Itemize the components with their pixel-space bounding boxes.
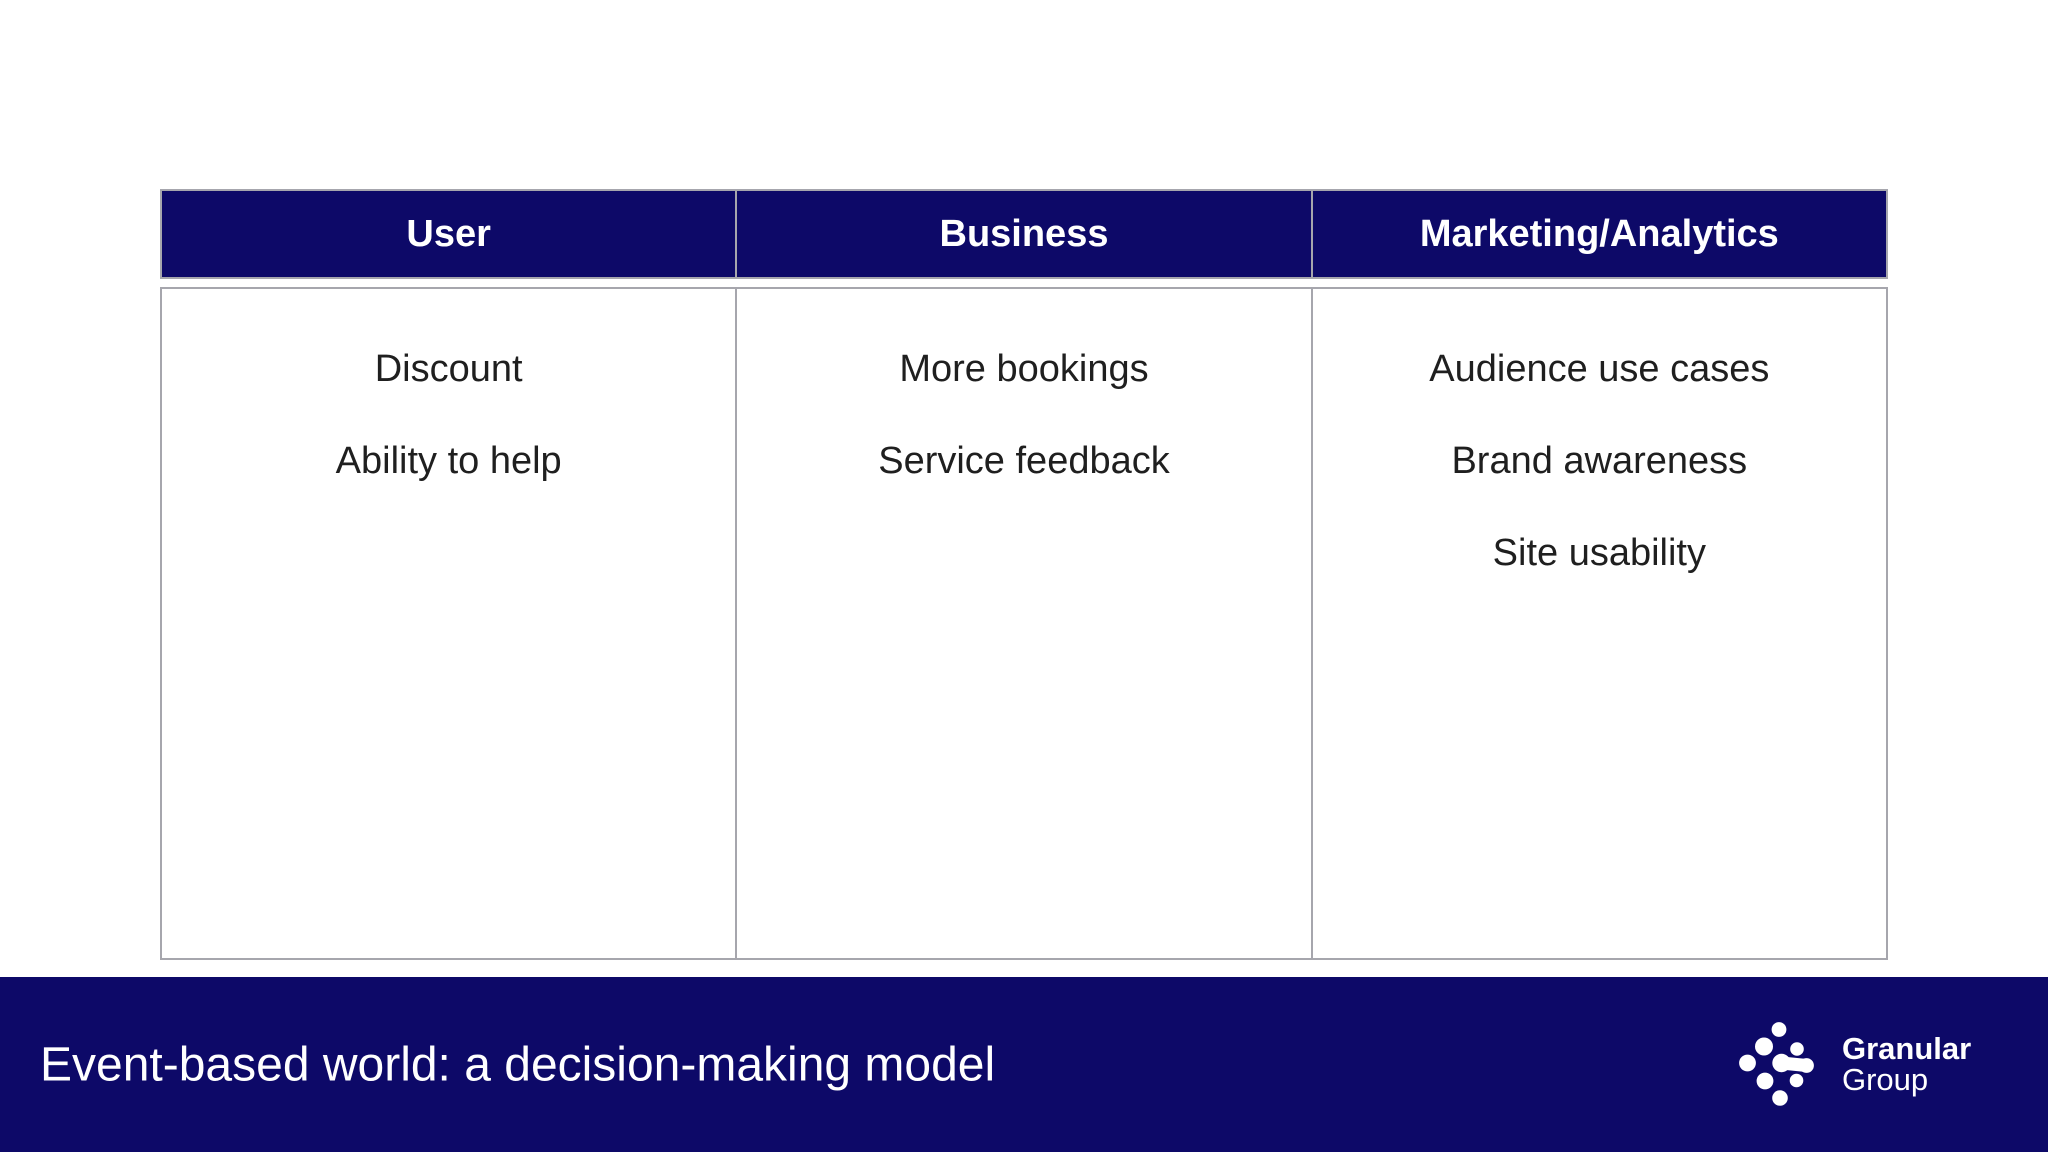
logo-brand-name: Granular — [1842, 1031, 1972, 1066]
footer-bar: Event-based world: a decision-making mod… — [0, 977, 2048, 1152]
table-body-row: Discount Ability to help More bookings S… — [160, 287, 1888, 960]
logo-brand-suffix: Group — [1842, 1062, 1929, 1097]
table-item: More bookings — [899, 347, 1149, 390]
table-item: Brand awareness — [1451, 439, 1748, 482]
table-item: Ability to help — [335, 439, 562, 482]
table-item: Site usability — [1492, 531, 1706, 574]
table-item: Audience use cases — [1429, 347, 1770, 390]
table-header-row: User Business Marketing/Analytics — [160, 189, 1888, 279]
table-header-user: User — [160, 189, 738, 279]
table-cell-marketing-analytics: Audience use cases Brand awareness Site … — [1312, 287, 1888, 960]
granular-dots-logo-icon — [1739, 1022, 1814, 1106]
granular-group-logo: Granular Group — [1738, 1021, 1971, 1107]
table-cell-business: More bookings Service feedback — [737, 287, 1313, 960]
slide-title: Event-based world: a decision-making mod… — [40, 1038, 996, 1091]
table-header-business: Business — [737, 189, 1313, 279]
table-item: Discount — [374, 347, 523, 390]
table-cell-user: Discount Ability to help — [160, 287, 738, 960]
logo-wordmark: Granular Group — [1842, 1033, 1971, 1095]
table-item: Service feedback — [878, 439, 1170, 482]
decision-table: User Business Marketing/Analytics Discou… — [160, 189, 1888, 960]
table-header-marketing-analytics: Marketing/Analytics — [1312, 189, 1888, 279]
